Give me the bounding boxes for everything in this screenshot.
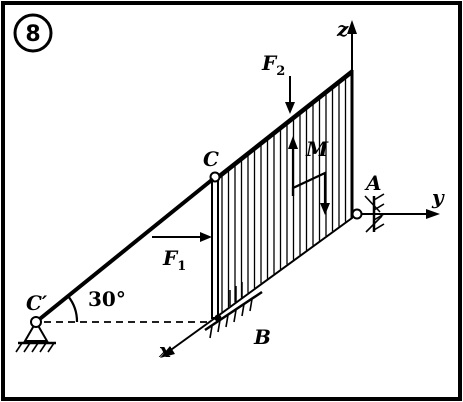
force-F1 [152,232,212,242]
plate-hatching [221,78,347,312]
label-y: y [431,185,445,209]
label-M: M [305,137,329,161]
plate [213,67,354,320]
z-axis-arrowhead [347,20,357,34]
bearing-A-hatch [364,193,385,233]
post-rod [211,177,219,319]
pin-support-C-prime [15,316,56,353]
label-C: C [203,147,219,171]
moment-M-up-arrowhead [288,136,298,149]
angle-label: 30° [88,287,126,311]
x-axis-line [167,317,216,353]
pin-C-prime [30,316,42,328]
label-C-prime: C′ [26,291,48,315]
pin-support-triangle [23,320,49,342]
x-axis [160,317,216,358]
hinge-A [351,208,363,220]
label-z: z [336,17,349,41]
hinge-support-B [204,290,263,339]
z-axis [347,20,357,70]
cable-CC-prime [34,177,215,324]
force-F1-arrowhead [200,232,212,242]
ground-hatch-C-prime [15,342,55,353]
force-F2 [285,76,295,114]
label-F1: F1 [162,246,186,274]
label-B: B [253,325,271,349]
moment-M-down-arrowhead [320,203,330,215]
problem-number: 8 [25,22,40,47]
moment-M [288,136,330,215]
x-axis-arrowhead [160,346,175,358]
label-F2: F2 [261,51,285,79]
force-F2-arrowhead [285,102,295,114]
problem-number-badge: 8 [13,13,53,53]
reaction-marks-B [229,282,243,306]
ground-line-B [204,290,263,332]
label-A: A [364,171,382,195]
plate-top-edge [213,70,354,182]
bearing-A [351,193,440,233]
label-x: x [158,338,172,362]
ground-hatch-B [209,298,253,339]
problem-number-circle [13,13,53,53]
y-axis-arrowhead [426,209,440,219]
hinge-B [214,314,222,322]
angle-arc [67,295,79,323]
post-C [209,171,221,319]
